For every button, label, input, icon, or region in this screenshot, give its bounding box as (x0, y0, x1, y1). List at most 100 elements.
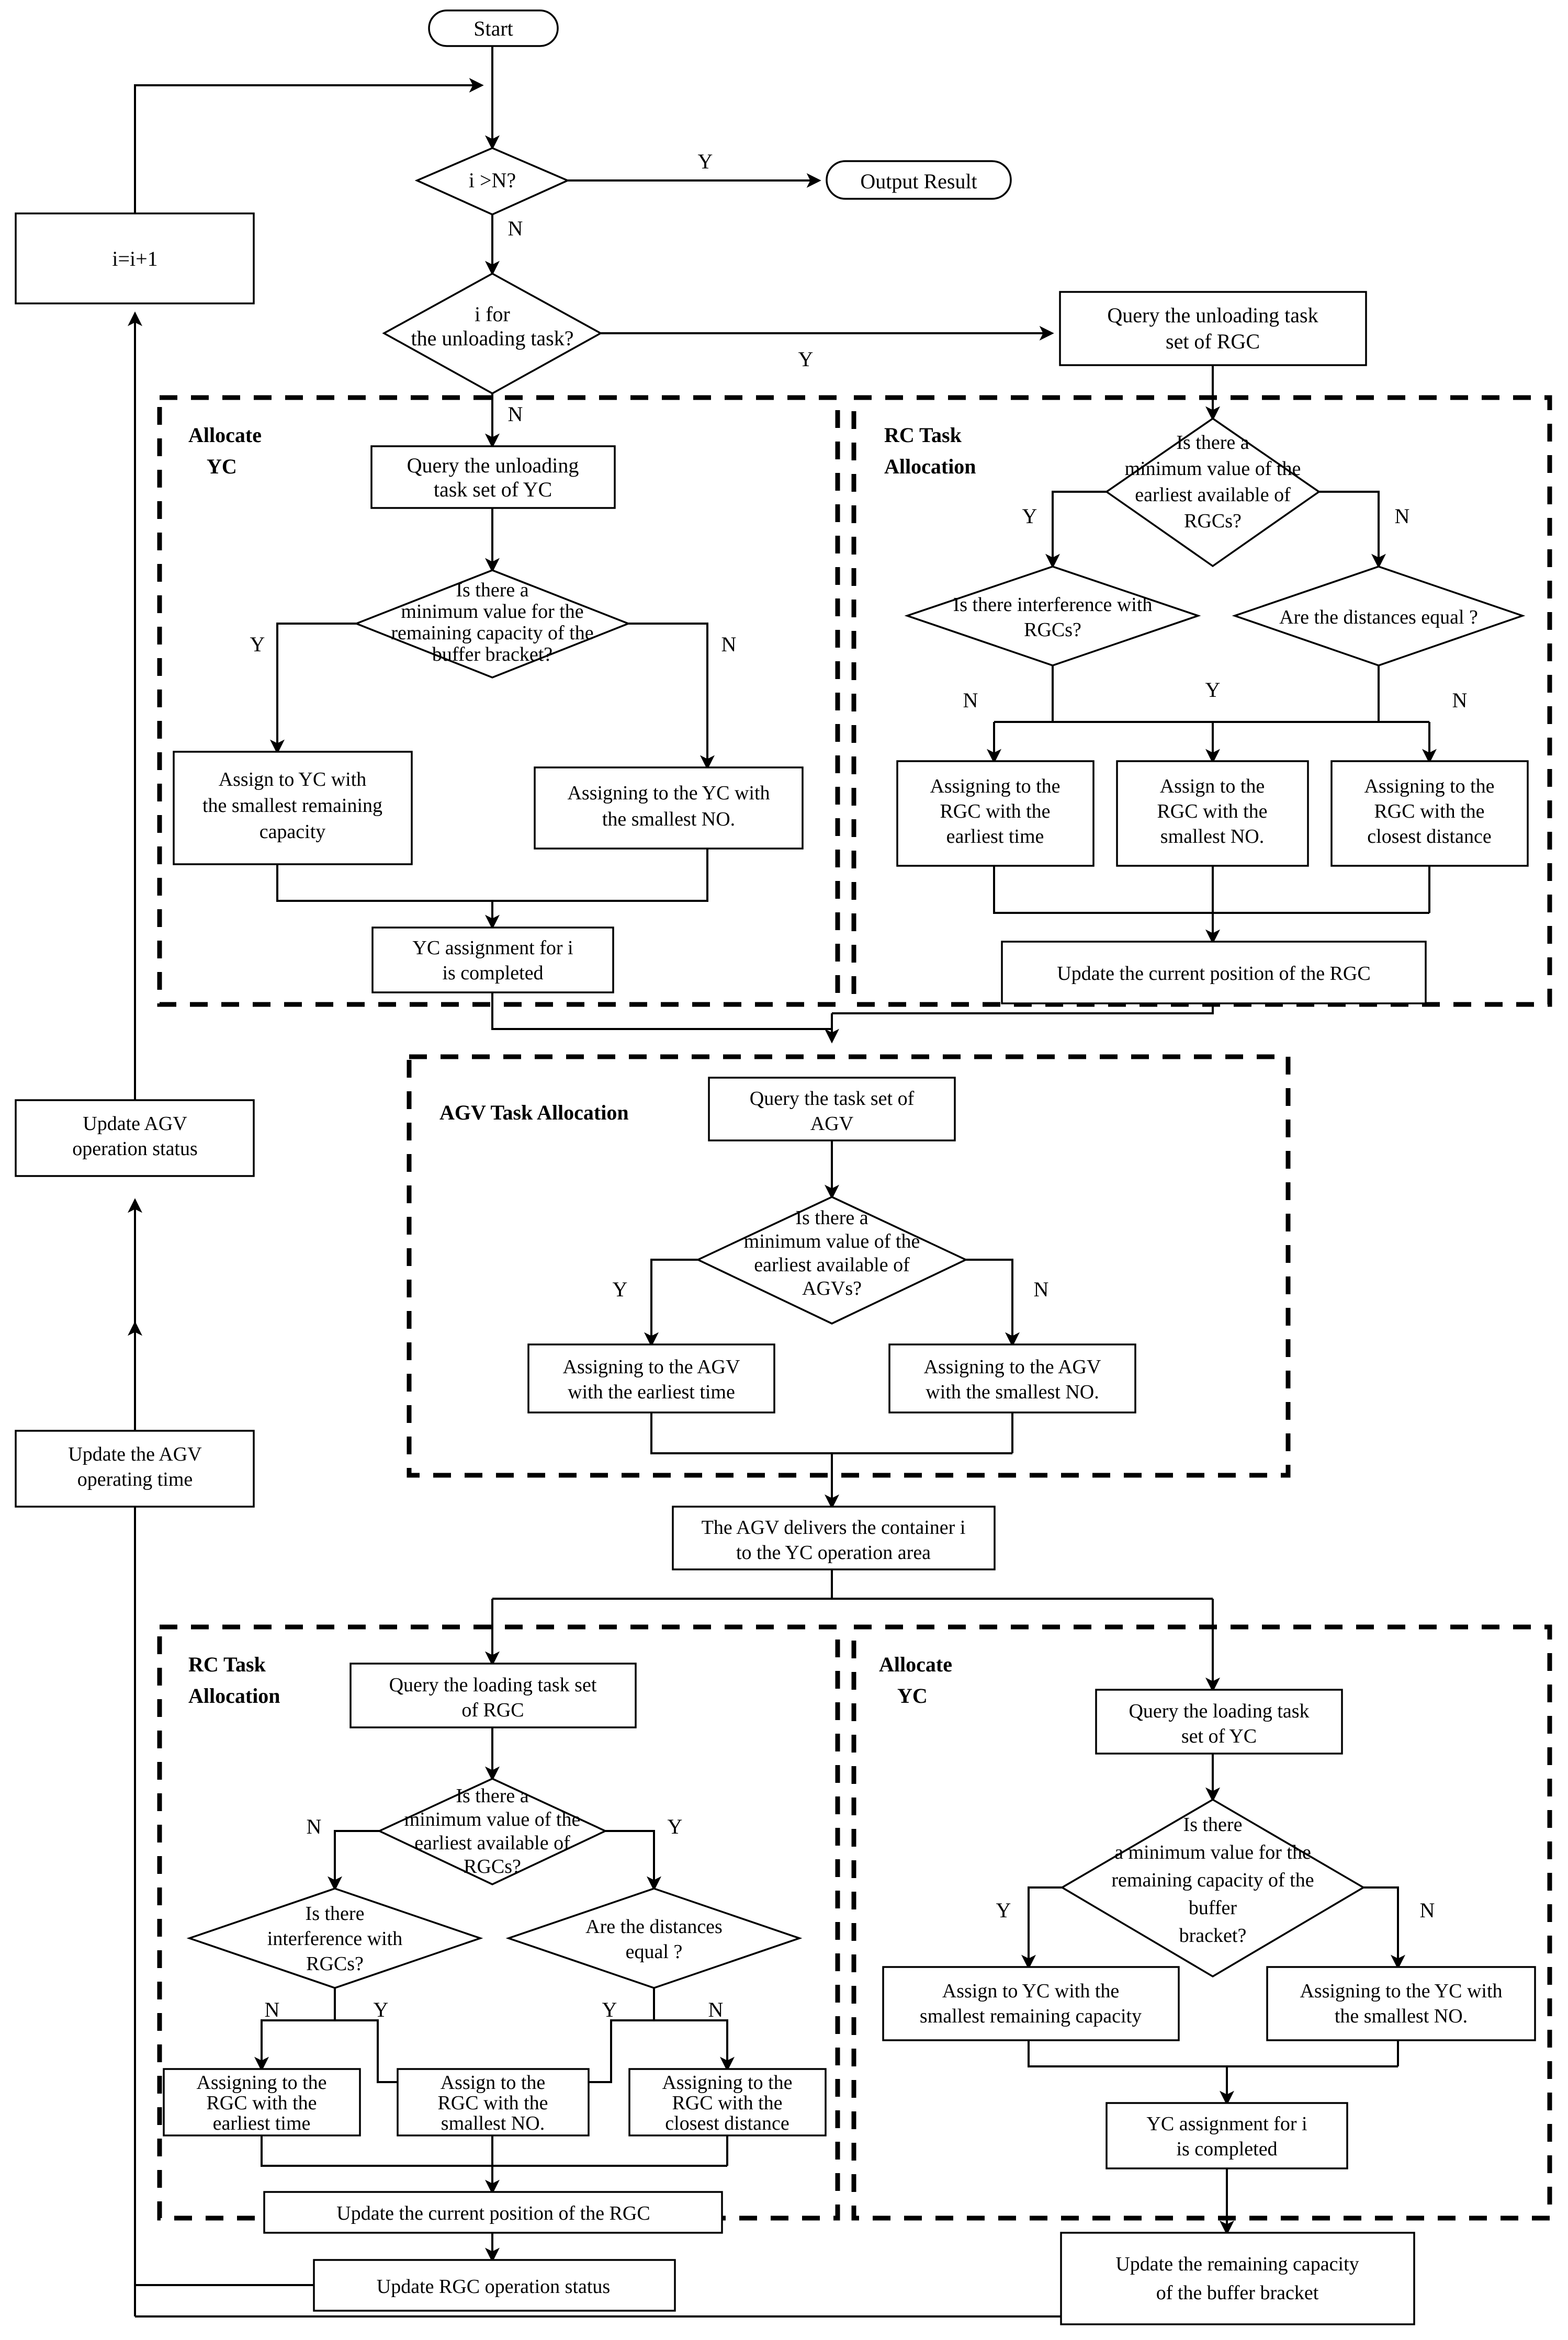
process-query-unload-yc-l1: Query the unloading (407, 454, 579, 477)
decision-rgc-interference-bottom-l1: Is there (306, 1903, 365, 1925)
process-yc-smallest-capacity-top-l1: Assign to YC with (219, 768, 367, 790)
decision-agv-min-l1: Is there a (795, 1207, 868, 1229)
process-query-unload-yc-l2: task set of YC (434, 478, 552, 501)
decision-rgc-min-top-l2: minimum value of the (1125, 458, 1301, 480)
edge-label-agv-no: N (1034, 1278, 1049, 1301)
process-agv-smallest-no-l1: Assigning to the AGV (924, 1356, 1101, 1378)
process-rgc-closest-bottom-l2: RGC with the (672, 2092, 782, 2114)
decision-agv-min-l2: minimum value of the (744, 1230, 920, 1252)
process-query-agv-l1: Query the task set of (750, 1088, 915, 1110)
process-rgc-smallest-no-bottom-l1: Assign to the (441, 2072, 546, 2094)
group-label-allocate-yc-bottom: Allocate (879, 1653, 952, 1676)
process-agv-earliest (527, 1343, 775, 1414)
process-update-agv-status (15, 1099, 255, 1177)
decision-i-greater-n-label: i >N? (469, 168, 516, 192)
process-query-load-rgc-l2: of RGC (461, 1699, 524, 1721)
decision-rgc-min-top-l1: Is there a (1176, 432, 1249, 454)
process-update-buffer-capacity (1060, 2232, 1415, 2325)
edge-label-yc-top-no: N (721, 632, 737, 656)
process-rgc-closest-bottom (628, 2068, 827, 2136)
decision-yc-min-capacity-top-l4: buffer bracket? (432, 643, 552, 665)
decision-rgc-min-top-l3: earliest available of (1135, 484, 1291, 506)
decision-rgc-min-bottom-l1: Is there a (456, 1785, 528, 1807)
group-label-allocate-yc-top: Allocate (188, 423, 262, 447)
group-label-agv-task: AGV Task Allocation (439, 1101, 629, 1124)
process-increment-label: i=i+1 (112, 247, 157, 270)
decision-rgc-interference-top (904, 566, 1201, 666)
process-query-unload-yc (370, 445, 616, 509)
edge-label-yc-bot-yes: Y (996, 1898, 1011, 1922)
decision-rgc-min-bottom-l3: earliest available of (414, 1832, 570, 1854)
process-rgc-smallest-no-bottom (397, 2068, 590, 2136)
edge-label-dist-top-no: N (1452, 688, 1468, 712)
process-yc-done-bottom (1106, 2102, 1348, 2169)
decision-rgc-min-bottom (377, 1778, 608, 1885)
process-yc-smallest-no-top (534, 766, 804, 850)
decision-unloading-task-l2: the unloading task? (411, 326, 573, 350)
edge-label-agv-yes: Y (613, 1278, 628, 1301)
process-update-agv-time (15, 1430, 255, 1508)
process-rgc-smallest-no-top-l2: RGC with the (1157, 800, 1267, 822)
edge-label-interf-top-no: N (963, 688, 978, 712)
decision-distances-equal-bottom-l1: Are the distances (585, 1916, 723, 1938)
process-yc-done-bottom-l1: YC assignment for i (1146, 2113, 1307, 2135)
process-rgc-smallest-no-top (1116, 760, 1309, 867)
decision-yc-min-capacity-top-l2: minimum value for the (401, 601, 583, 623)
process-query-load-yc-l1: Query the loading task (1129, 1700, 1309, 1722)
process-rgc-earliest-bottom-l3: earliest time (213, 2112, 311, 2134)
process-update-buffer-capacity-l1: Update the remaining capacity (1115, 2253, 1359, 2275)
process-agv-deliver-l2: to the YC operation area (736, 1542, 931, 1564)
process-yc-done-bottom-l2: is completed (1176, 2138, 1277, 2160)
process-rgc-closest-top-l3: closest distance (1367, 826, 1491, 847)
decision-distances-equal-bottom-l2: equal ? (626, 1941, 683, 1963)
process-rgc-earliest-top-l2: RGC with the (940, 800, 1050, 822)
process-rgc-earliest-bottom (163, 2068, 361, 2136)
process-rgc-earliest-top (896, 760, 1095, 867)
process-rgc-closest-top-l2: RGC with the (1374, 800, 1484, 822)
edge-label-yc-bot-no: N (1420, 1898, 1435, 1922)
process-yc-smallest-no-top-l1: Assigning to the YC with (567, 782, 770, 804)
edge-label-rgc-bot-no: N (307, 1815, 322, 1838)
group-agv-task (407, 1054, 1291, 1478)
process-agv-earliest-l1: Assigning to the AGV (563, 1356, 740, 1378)
edge-label-rgc-top-yes: Y (1022, 504, 1037, 528)
edge-label-dist-bot-no: N (708, 1998, 724, 2021)
group-label-allocate-yc-bottom-2: YC (897, 1684, 928, 1708)
process-yc-done-top-l1: YC assignment for i (412, 937, 573, 959)
process-rgc-smallest-no-bottom-l3: smallest NO. (441, 2112, 545, 2134)
terminal-start-label: Start (473, 17, 513, 40)
decision-agv-min (695, 1196, 968, 1325)
decision-unloading-task (382, 273, 603, 395)
edge-label-unload-no: N (508, 402, 523, 426)
decision-rgc-interference-bottom (186, 1887, 483, 1989)
process-rgc-earliest-bottom-l1: Assigning to the (196, 2072, 326, 2094)
process-yc-smallest-no-bottom (1266, 1966, 1536, 2041)
process-rgc-closest-bottom-l3: closest distance (665, 2112, 789, 2134)
decision-rgc-min-bottom-l2: minimum value of the (404, 1808, 581, 1830)
edge-label-rgc-bot-yes: Y (668, 1815, 683, 1838)
process-agv-deliver-l1: The AGV delivers the container i (702, 1517, 966, 1539)
process-yc-smallest-no-bottom-l2: the smallest NO. (1335, 2005, 1468, 2027)
terminal-start (428, 9, 559, 47)
process-yc-smallest-no-top-l2: the smallest NO. (602, 808, 735, 830)
process-rgc-earliest-top-l3: earliest time (946, 826, 1044, 847)
group-label-allocate-yc-top-2: YC (207, 455, 237, 478)
decision-distances-equal-top (1232, 566, 1526, 666)
decision-unloading-task-l1: i for (475, 302, 510, 326)
process-update-agv-time-l2: operating time (77, 1468, 193, 1490)
process-update-rgc-position-top-label: Update the current position of the RGC (1057, 963, 1370, 985)
process-yc-done-top-l2: is completed (442, 962, 543, 984)
process-rgc-smallest-no-bottom-l2: RGC with the (437, 2092, 548, 2114)
process-agv-smallest-no (888, 1343, 1136, 1414)
group-allocate-yc-bottom (851, 1624, 1552, 2221)
process-rgc-earliest-top-l1: Assigning to the (930, 775, 1060, 797)
edge-label-dist-bot-yes: Y (602, 1998, 617, 2021)
decision-yc-min-capacity-top-l1: Is there a (456, 579, 528, 601)
process-rgc-earliest-bottom-l2: RGC with the (206, 2092, 317, 2114)
decision-yc-min-capacity-top-l3: remaining capacity of the (391, 622, 593, 644)
decision-yc-min-capacity-bottom-l4: buffer (1189, 1897, 1237, 1919)
process-update-rgc-status (313, 2259, 676, 2312)
process-yc-smallest-no-bottom-l1: Assigning to the YC with (1300, 1980, 1502, 2002)
